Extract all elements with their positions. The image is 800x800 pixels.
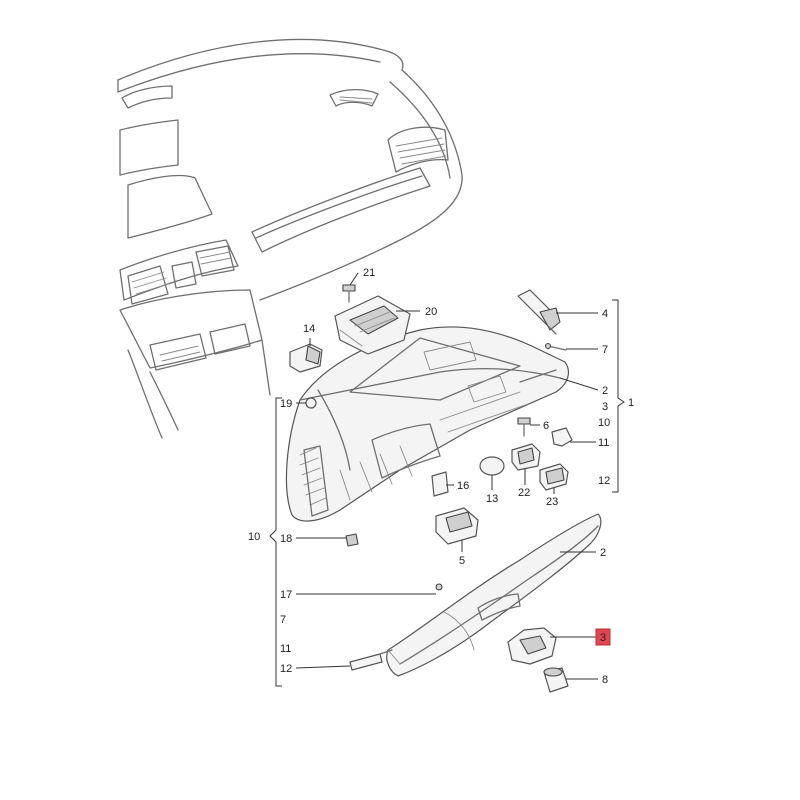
- callout-4: 4: [602, 308, 608, 320]
- small-parts: [289, 284, 573, 693]
- callout-20: 20: [425, 306, 437, 318]
- callout-23: 23: [546, 496, 558, 508]
- cap-13: [479, 456, 505, 476]
- glove-box-lid: [386, 513, 602, 677]
- handle-3: [507, 627, 557, 665]
- leader-2a: [559, 377, 599, 391]
- callout-2-lower: 2: [600, 547, 606, 559]
- screw-7-upper: [544, 342, 567, 351]
- damper-4: [517, 289, 561, 335]
- leader-21: [349, 272, 359, 286]
- bolt-6: [517, 417, 531, 437]
- callout-11-right: 11: [598, 437, 609, 449]
- pin-18: [345, 533, 359, 547]
- lock-cylinder-8: [543, 667, 569, 693]
- group-brackets: [269, 299, 625, 687]
- callout-11-left: 11: [280, 643, 291, 655]
- callout-1: 1: [628, 397, 634, 409]
- callout-3-upper: 3: [602, 401, 608, 413]
- clip-19: [305, 397, 317, 409]
- bracket-group-10: [269, 397, 282, 687]
- callout-21: 21: [363, 267, 375, 279]
- bracket-group-1: [612, 299, 625, 493]
- callout-3-lower: 3: [600, 632, 606, 644]
- callout-12-right: 12: [598, 475, 610, 487]
- callout-6: 6: [543, 420, 549, 432]
- callout-5: 5: [459, 555, 465, 567]
- callout-10-left: 10: [248, 531, 260, 543]
- lamp-23: [539, 463, 569, 491]
- callout-18: 18: [280, 533, 292, 545]
- callout-13: 13: [486, 493, 498, 505]
- callout-2-upper: 2: [602, 385, 608, 397]
- highlight-box-3: [595, 628, 611, 646]
- screw-17: [435, 583, 443, 591]
- callout-7-lower: 7: [280, 614, 286, 626]
- callout-12-left: 12: [280, 663, 292, 675]
- dashboard-outline: [117, 38, 463, 439]
- screw-21: [342, 284, 356, 303]
- callout-17: 17: [280, 589, 292, 601]
- buffer-14: [289, 343, 323, 373]
- hinge-rod-12: [349, 649, 393, 671]
- leader-12b: [295, 665, 351, 669]
- callout-10-right: 10: [598, 417, 610, 429]
- latch-20: [334, 295, 411, 355]
- callout-8: 8: [602, 674, 608, 686]
- catch-16: [431, 471, 449, 497]
- callout-16: 16: [457, 480, 469, 492]
- clip-11: [551, 427, 573, 447]
- switch-22: [511, 443, 541, 471]
- callout-7-upper: 7: [602, 344, 608, 356]
- lock-housing-5: [435, 507, 479, 545]
- callout-labels: 21 20 14 4 7 2 3 1 10 11 12 19 6 16 13 2…: [248, 267, 634, 686]
- callout-14: 14: [303, 323, 315, 335]
- leader-lines: [295, 272, 599, 680]
- callout-19: 19: [280, 398, 292, 410]
- callout-22: 22: [518, 487, 530, 499]
